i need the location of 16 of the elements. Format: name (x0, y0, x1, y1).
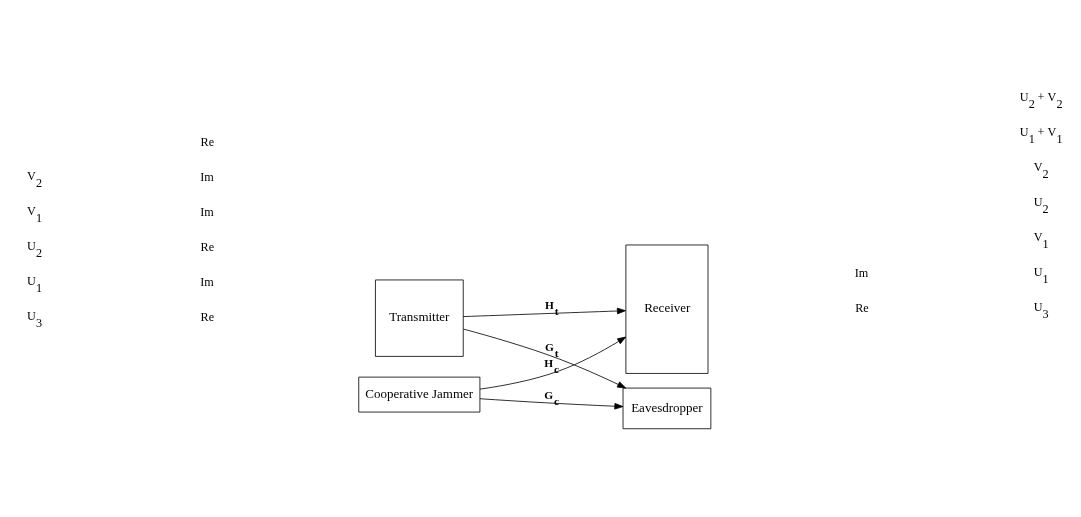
label: Im (854, 265, 869, 280)
node-box: Receiver (625, 244, 709, 374)
label: Im (200, 274, 214, 289)
label: Re (855, 300, 869, 315)
node-box: Cooperative Jammer (358, 376, 481, 412)
label: Re (200, 239, 215, 254)
label: Im (200, 204, 214, 219)
arrow (463, 328, 627, 388)
arrow (479, 397, 624, 409)
label: Re (200, 134, 215, 149)
node-box: Eavesdropper (622, 387, 712, 429)
node-box: Transmitter (375, 279, 464, 357)
arrow (462, 307, 626, 317)
arrow (479, 336, 627, 389)
label: Re (200, 309, 215, 324)
label: Im (200, 169, 214, 184)
